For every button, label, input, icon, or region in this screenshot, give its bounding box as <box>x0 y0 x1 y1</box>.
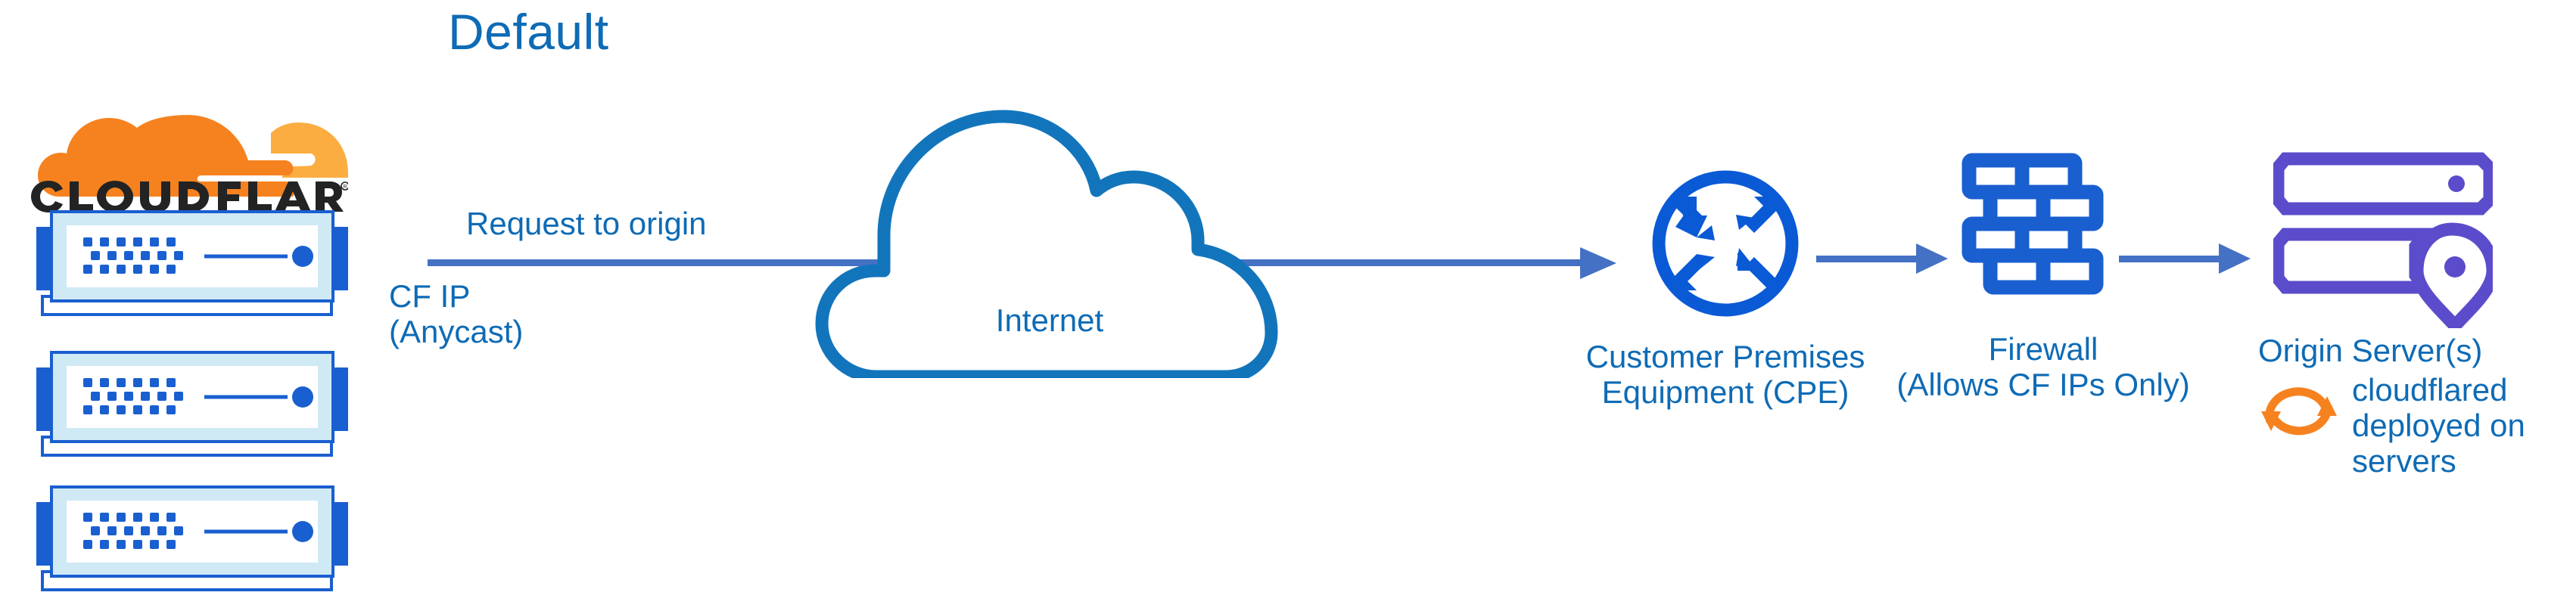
cloudflare-edge-server-3 <box>32 484 353 596</box>
cloudflare-edge-server-1 <box>32 209 353 321</box>
internet-cloud-icon <box>811 106 1288 383</box>
cloudflared-note-label: cloudflared deployed on servers <box>2352 372 2525 479</box>
brick-wall-icon <box>1962 153 2117 302</box>
edge-request-label: Request to origin <box>466 206 707 241</box>
server-rack-location-pin-icon <box>2271 150 2500 336</box>
edge-cpe-firewall-arrowhead <box>1916 243 1948 274</box>
svg-text:R: R <box>343 185 347 190</box>
edge-cpe-firewall-line <box>1816 256 1918 262</box>
firewall-label: Firewall (Allows CF IPs Only) <box>1896 331 2190 403</box>
cf-ip-anycast-label: CF IP (Anycast) <box>389 278 524 350</box>
sync-arrows-icon <box>2257 378 2341 448</box>
origin-server-label: Origin Server(s) <box>2258 333 2483 368</box>
internet-label: Internet <box>995 302 1104 338</box>
cloudflare-wordmark: R <box>31 181 348 212</box>
edge-firewall-origin-arrowhead <box>2219 243 2251 274</box>
edge-request-arrowhead <box>1580 247 1616 279</box>
cpe-label: Customer Premises Equipment (CPE) <box>1585 339 1865 411</box>
router-four-arrows-circle-icon <box>1650 168 1801 319</box>
cloudflare-logo-group: R <box>30 106 348 219</box>
edge-firewall-origin-line <box>2119 256 2221 262</box>
cloudflare-edge-server-2 <box>32 349 353 461</box>
cloudflare-cloud-icon <box>38 115 348 197</box>
page-title: Default <box>448 4 609 60</box>
